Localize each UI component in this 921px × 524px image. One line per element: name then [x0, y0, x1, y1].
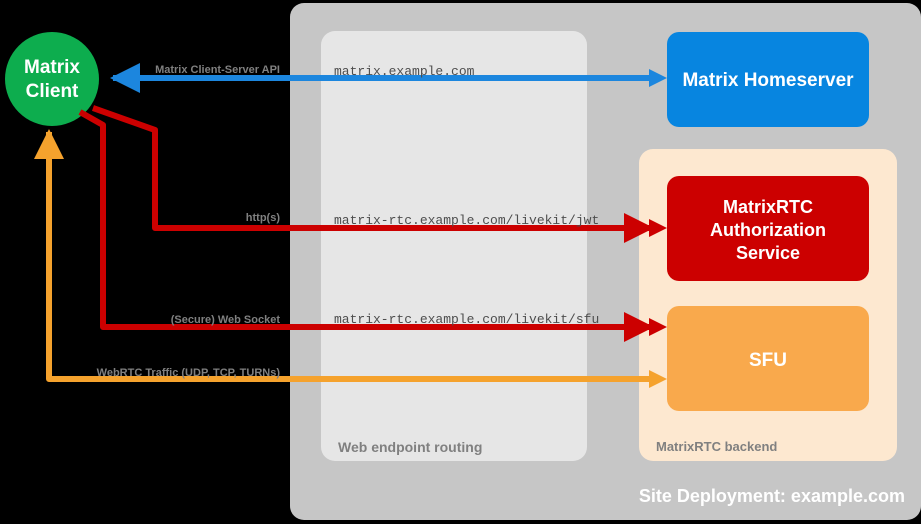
flow-label-secure-web-socket: (Secure) Web Socket	[171, 314, 281, 326]
service-box-matrixrtc-authorization-service[interactable]	[667, 176, 869, 281]
matrix-client-node[interactable]	[5, 32, 99, 126]
group-label-matrixrtc-backend: MatrixRTC backend	[656, 439, 777, 454]
matrix-client-label-line1: Matrix	[24, 57, 80, 78]
endpoint-label-sfu-endpoint: matrix-rtc.example.com/livekit/sfu	[334, 312, 599, 327]
arrowhead-into-matrix-homeserver	[649, 69, 667, 87]
matrix-client-label-line2: Client	[26, 81, 79, 102]
service-box-matrix-homeserver[interactable]	[667, 32, 869, 127]
service-box-sfu[interactable]	[667, 306, 869, 411]
service-label-matrix-homeserver: Matrix Homeserver	[682, 70, 854, 91]
service-label-authorization-service-line1: MatrixRTC	[723, 197, 813, 217]
group-web-endpoint-routing	[321, 31, 587, 461]
endpoint-label-matrix-endpoint: matrix.example.com	[334, 64, 475, 79]
flow-line-https	[91, 105, 654, 243]
flow-label-matrix-client-server-api: Matrix Client-Server API	[155, 64, 280, 76]
service-label-sfu: SFU	[749, 350, 787, 371]
site-deployment-label: Site Deployment: example.com	[639, 486, 905, 506]
flow-line-webrtc-traffic	[34, 129, 651, 382]
flow-label-webrtc-traffic: WebRTC Traffic (UDP, TCP, TURNs)	[97, 367, 281, 379]
arrowhead-into-sfu-webrtc	[649, 370, 667, 388]
service-label-authorization-service-line3: Service	[736, 243, 800, 263]
group-label-web-endpoint-routing: Web endpoint routing	[338, 439, 482, 455]
flow-label-https: http(s)	[246, 212, 281, 224]
endpoint-label-jwt-endpoint: matrix-rtc.example.com/livekit/jwt	[334, 213, 599, 228]
service-label-authorization-service-line2: Authorization	[710, 220, 826, 240]
arrowhead-into-sfu-websocket	[649, 318, 667, 336]
arrowhead-into-authorization-service	[649, 219, 667, 237]
flow-line-secure-web-socket	[78, 109, 654, 342]
